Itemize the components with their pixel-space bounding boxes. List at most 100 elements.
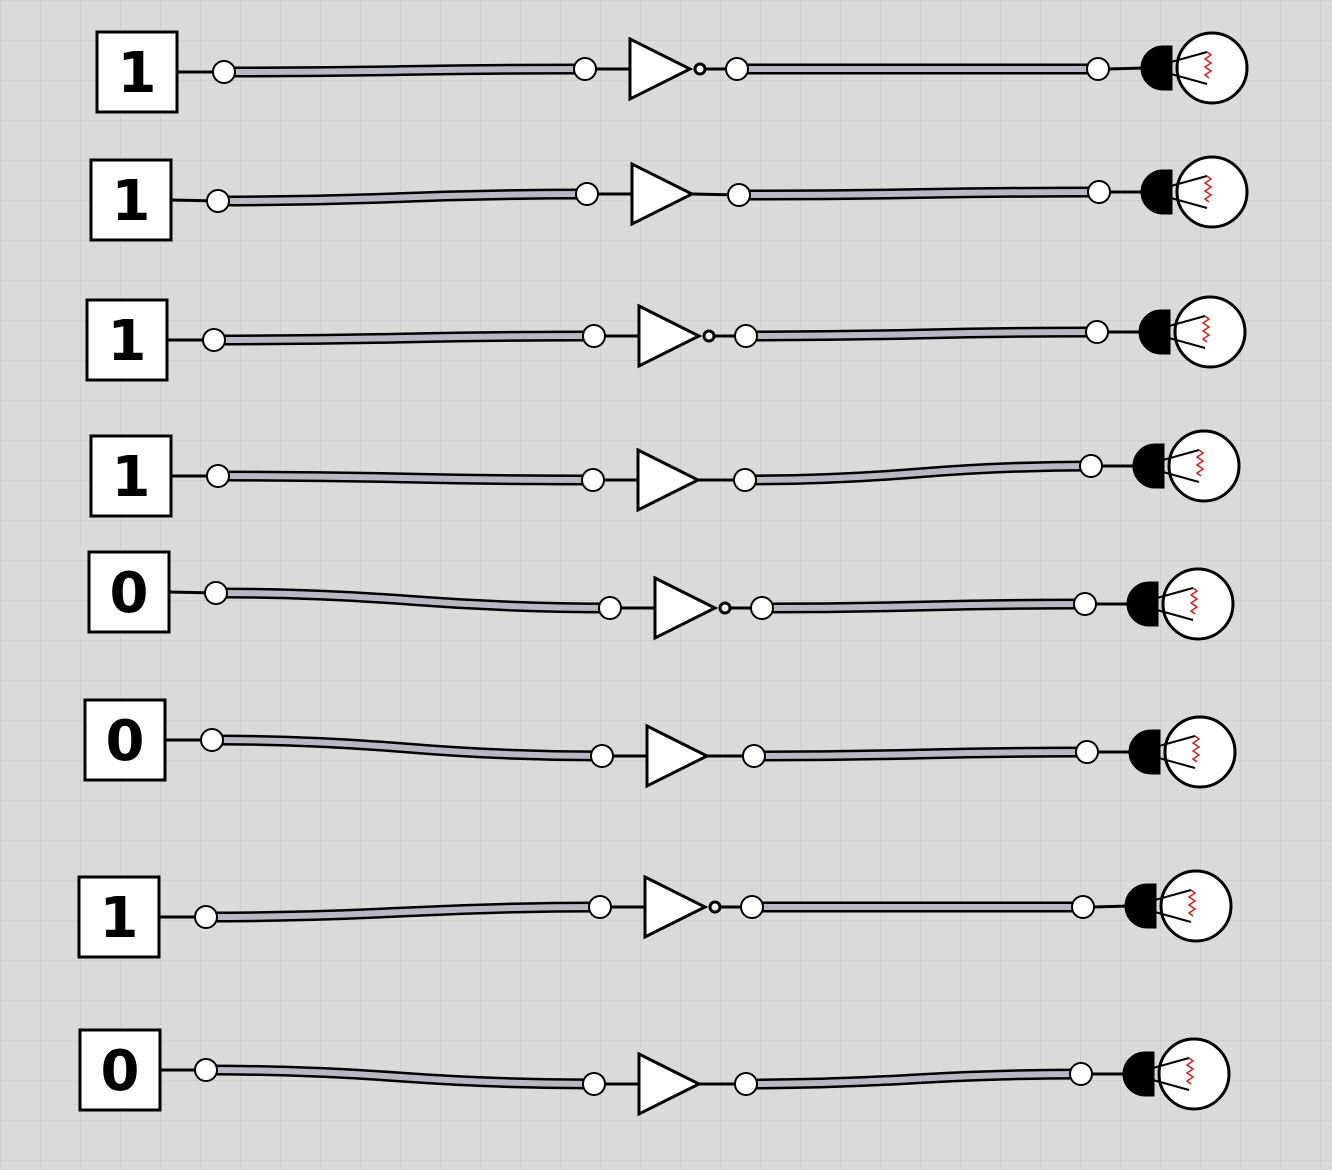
gate-triangle xyxy=(637,303,703,369)
wire-core xyxy=(213,333,595,343)
gate-output-pin[interactable] xyxy=(742,744,766,768)
output-wire[interactable] xyxy=(744,460,1092,486)
input-switch-box[interactable] xyxy=(78,1028,162,1112)
input-wire[interactable] xyxy=(211,734,603,762)
light-bulb-icon[interactable] xyxy=(1138,295,1247,369)
bulb-base xyxy=(1128,729,1161,775)
input-wire[interactable] xyxy=(213,330,595,346)
gate-output-pin[interactable] xyxy=(740,895,764,919)
input-wire[interactable] xyxy=(205,1064,595,1090)
input-wire[interactable] xyxy=(217,470,594,486)
output-wire[interactable] xyxy=(761,598,1086,614)
input-switch-box[interactable] xyxy=(89,158,173,242)
bulb-filament xyxy=(1201,315,1211,343)
not-gate[interactable] xyxy=(643,874,722,940)
bulb-filament xyxy=(1191,735,1201,763)
input-value: 0 xyxy=(101,1039,140,1104)
gate-input-pin[interactable] xyxy=(581,468,605,492)
input-pin[interactable] xyxy=(204,581,228,605)
gate-input-pin[interactable] xyxy=(588,895,612,919)
input-switch[interactable]: 0 xyxy=(83,698,167,782)
buffer-gate[interactable] xyxy=(637,1051,703,1117)
light-bulb-icon[interactable] xyxy=(1128,715,1237,789)
gate-output-pin[interactable] xyxy=(750,596,774,620)
input-switch[interactable]: 1 xyxy=(89,158,173,242)
light-bulb-icon[interactable] xyxy=(1140,155,1249,229)
light-bulb-icon[interactable] xyxy=(1124,869,1233,943)
gate-input-pin[interactable] xyxy=(590,744,614,768)
output-wire[interactable] xyxy=(745,326,1098,342)
gate-output-pin[interactable] xyxy=(727,183,751,207)
gate-output-pin[interactable] xyxy=(733,468,757,492)
light-bulb-icon[interactable] xyxy=(1126,567,1235,641)
input-value: 0 xyxy=(110,561,149,626)
not-gate[interactable] xyxy=(653,575,732,641)
input-wire[interactable] xyxy=(215,587,611,614)
input-wire[interactable] xyxy=(205,901,601,923)
input-switch[interactable]: 0 xyxy=(78,1028,162,1112)
input-wire[interactable] xyxy=(223,63,586,78)
input-switch-box[interactable] xyxy=(77,875,161,959)
input-pin[interactable] xyxy=(194,905,218,929)
input-pin[interactable] xyxy=(202,328,226,352)
inversion-bubble xyxy=(693,62,707,76)
output-wire[interactable] xyxy=(738,186,1100,201)
bulb-input-pin[interactable] xyxy=(1073,592,1097,616)
wire-core xyxy=(738,189,1100,198)
bulb-input-pin[interactable] xyxy=(1086,57,1110,81)
input-switch[interactable]: 1 xyxy=(85,298,169,382)
light-bulb-icon[interactable] xyxy=(1132,429,1241,503)
input-pin[interactable] xyxy=(212,60,236,84)
bulb-input-pin[interactable] xyxy=(1087,180,1111,204)
bulb-glass xyxy=(1167,429,1241,503)
bulb-base xyxy=(1140,169,1173,215)
wire-core xyxy=(205,1067,595,1087)
input-pin[interactable] xyxy=(200,728,224,752)
bulb-input-pin[interactable] xyxy=(1085,320,1109,344)
wire-core xyxy=(215,590,611,611)
light-bulb-icon[interactable] xyxy=(1122,1037,1231,1111)
bulb-lead-top xyxy=(1156,587,1194,599)
input-value: 1 xyxy=(100,886,139,951)
input-pin[interactable] xyxy=(206,189,230,213)
gate-input-pin[interactable] xyxy=(598,596,622,620)
bulb-base xyxy=(1124,883,1157,929)
input-switch-box[interactable] xyxy=(87,550,171,634)
input-value: 1 xyxy=(112,169,151,234)
input-switch-box[interactable] xyxy=(85,298,169,382)
bulb-input-pin[interactable] xyxy=(1071,895,1095,919)
input-switch[interactable]: 1 xyxy=(95,30,179,114)
bulb-base xyxy=(1138,309,1171,355)
circuit-row: 1 xyxy=(77,869,1233,959)
gate-input-pin[interactable] xyxy=(582,1072,606,1096)
bulb-input-pin[interactable] xyxy=(1079,454,1103,478)
gate-output-pin[interactable] xyxy=(734,1072,758,1096)
bulb-glass xyxy=(1159,869,1233,943)
input-switch-box[interactable] xyxy=(95,30,179,114)
input-pin[interactable] xyxy=(194,1058,218,1082)
gate-output-pin[interactable] xyxy=(734,324,758,348)
gate-input-pin[interactable] xyxy=(573,57,597,81)
buffer-gate[interactable] xyxy=(645,723,711,789)
input-switch[interactable]: 1 xyxy=(89,434,173,518)
input-pin[interactable] xyxy=(206,464,230,488)
not-gate[interactable] xyxy=(637,303,716,369)
not-gate[interactable] xyxy=(628,36,707,102)
light-bulb-icon[interactable] xyxy=(1140,31,1249,105)
gate-output-pin[interactable] xyxy=(725,57,749,81)
buffer-gate[interactable] xyxy=(636,447,702,513)
bulb-lead-bottom xyxy=(1156,609,1194,621)
bulb-input-pin[interactable] xyxy=(1075,740,1099,764)
output-wire[interactable] xyxy=(745,1068,1082,1090)
buffer-gate[interactable] xyxy=(630,161,696,227)
bulb-lead-bottom xyxy=(1170,73,1208,85)
input-wire[interactable] xyxy=(217,188,588,207)
input-switch-box[interactable] xyxy=(83,698,167,782)
input-switch[interactable]: 0 xyxy=(87,550,171,634)
gate-input-pin[interactable] xyxy=(582,324,606,348)
bulb-input-pin[interactable] xyxy=(1069,1062,1093,1086)
bulb-lead-top xyxy=(1168,315,1206,327)
gate-input-pin[interactable] xyxy=(575,182,599,206)
output-wire[interactable] xyxy=(753,746,1088,762)
input-switch[interactable]: 1 xyxy=(77,875,161,959)
